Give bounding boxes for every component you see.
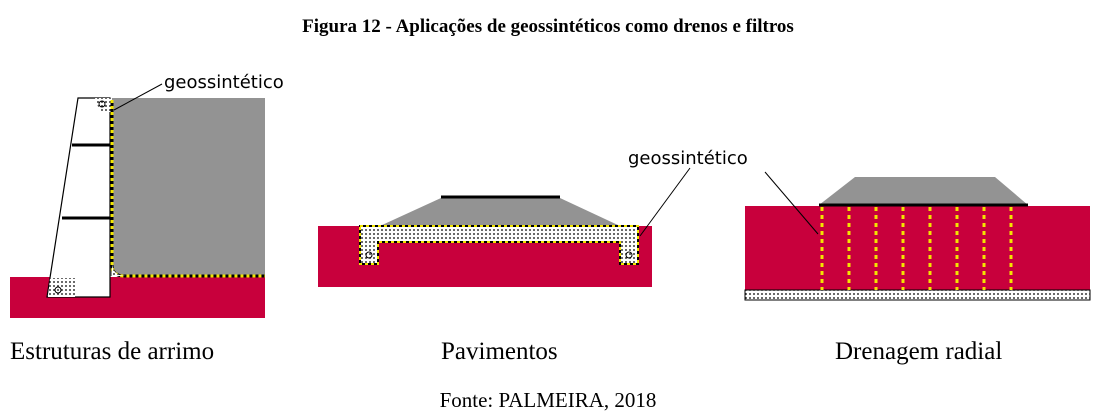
label-leader-3 (764, 171, 819, 235)
retaining-structure-panel: geossintético (10, 72, 284, 318)
figure-title: Figura 12 - Aplicações de geossintéticos… (302, 16, 794, 37)
left-drain-pipe (365, 251, 373, 259)
retaining-wall (46, 97, 111, 298)
top-drain-pipe (98, 100, 106, 108)
radial-drainage-panel (744, 171, 1091, 301)
right-drain-pipe (625, 251, 633, 259)
pavement-embankment (380, 198, 620, 226)
drainage-base-layer (744, 289, 1091, 301)
toe-drain-gravel (48, 278, 75, 297)
caption-retaining: Estruturas de arrimo (10, 338, 215, 365)
label-leader-1 (113, 83, 163, 111)
label-leader-2 (639, 167, 691, 237)
toe-drain-pipe (54, 286, 62, 294)
caption-pavements: Pavimentos (441, 338, 558, 365)
embankment (819, 177, 1028, 205)
pavement-panel: geossintético (318, 148, 748, 287)
geosynthetic-label-1: geossintético (164, 72, 284, 93)
caption-drainage: Drenagem radial (835, 338, 1003, 365)
backfill-soil (110, 98, 265, 276)
top-drain-gravel (95, 98, 112, 112)
drainage-layer-geosynthetic (359, 225, 639, 265)
soft-clay-layer (745, 206, 1090, 290)
geosynthetic-label-2: geossintético (628, 148, 748, 169)
vertical-drains (820, 207, 1013, 290)
figure-source: Fonte: PALMEIRA, 2018 (439, 388, 657, 412)
corner-drain-gravel (112, 262, 126, 276)
